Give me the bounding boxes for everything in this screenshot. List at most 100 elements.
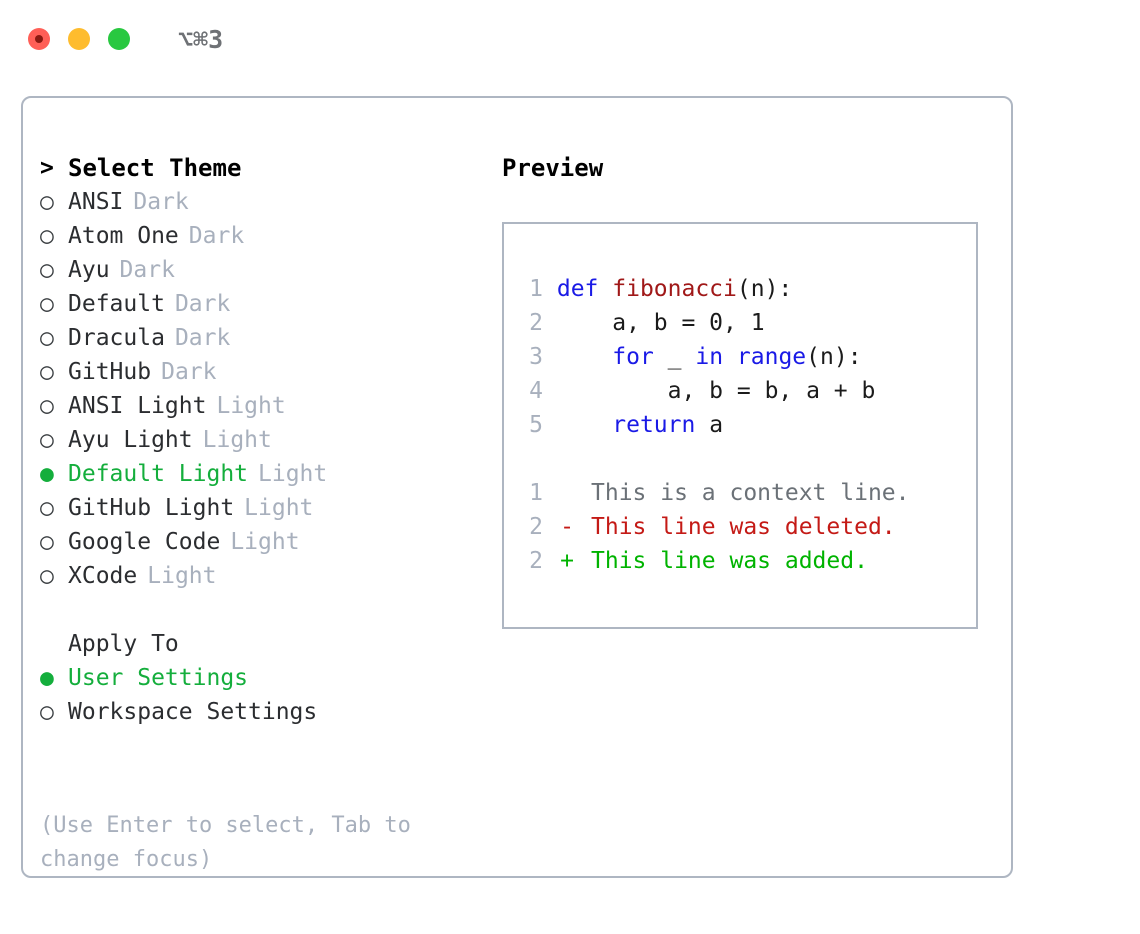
code-token: in: [695, 344, 724, 370]
apply-to-item-label: User Settings: [68, 665, 249, 691]
apply-to-list: ● User Settings ○ Workspace Settings: [40, 661, 480, 729]
theme-item-label: Ayu: [68, 257, 110, 283]
radio-unselected-icon: ○: [40, 189, 54, 215]
code-token: return: [612, 412, 696, 438]
close-window-button[interactable]: [28, 28, 50, 50]
code-line-number: 5: [529, 412, 543, 438]
theme-list-item[interactable]: ○ Dracula Dark: [40, 321, 480, 355]
code-token: a, b = b, a + b: [556, 378, 876, 404]
theme-item-label: Google Code: [68, 529, 221, 555]
apply-to-item[interactable]: ○ Workspace Settings: [40, 695, 480, 729]
code-line-number: 2: [529, 310, 543, 336]
code-token: [557, 412, 612, 438]
radio-unselected-icon: ○: [40, 359, 54, 385]
window-controls: [28, 28, 130, 50]
code-token: for: [612, 344, 654, 370]
theme-item-category: Dark: [119, 257, 175, 283]
radio-selected-icon: ●: [40, 461, 54, 487]
code-token: def: [556, 276, 613, 302]
theme-item-label: ANSI: [68, 189, 124, 215]
radio-unselected-icon: ○: [40, 699, 54, 725]
diff-line: 2 + This line was added.: [517, 544, 910, 578]
code-line-number: 1: [529, 276, 543, 302]
radio-selected-icon: ●: [40, 665, 54, 691]
code-token: fibonacci: [612, 276, 737, 302]
diff-sample: 1 This is a context line. 2-This line was …: [517, 476, 910, 578]
diff-text: This line was added.: [591, 548, 868, 574]
radio-unselected-icon: ○: [40, 257, 54, 283]
radio-unselected-icon: ○: [40, 223, 54, 249]
apply-to-item[interactable]: ● User Settings: [40, 661, 480, 695]
diff-marker: +: [560, 548, 574, 574]
theme-item-label: GitHub Light: [68, 495, 235, 521]
theme-item-category: Dark: [133, 189, 189, 215]
radio-unselected-icon: ○: [40, 563, 54, 589]
diff-line: 2-This line was deleted.: [517, 510, 910, 544]
theme-item-category: Light: [244, 495, 314, 521]
theme-item-category: Dark: [174, 325, 231, 351]
list-spacer: [40, 593, 480, 627]
apply-to-label: Apply To: [68, 631, 179, 657]
diff-text: This is a context line.: [591, 480, 910, 506]
theme-item-label: XCode: [68, 563, 138, 589]
radio-unselected-icon: ○: [40, 529, 54, 555]
code-line-number: 4: [529, 378, 543, 404]
theme-item-label: Atom One: [68, 223, 179, 249]
theme-item-label: Dracula: [68, 325, 165, 351]
preview-title: Preview: [502, 154, 604, 182]
page-title: Select Theme: [68, 154, 242, 182]
apply-to-header: Apply To: [40, 627, 480, 661]
code-token: (n):: [806, 344, 862, 370]
theme-picker-header: > Select Theme: [40, 151, 480, 185]
theme-item-category: Light: [202, 427, 272, 453]
help-text: (Use Enter to select, Tab to change focu…: [40, 813, 425, 872]
maximize-window-button[interactable]: [108, 28, 130, 50]
radio-unselected-icon: ○: [40, 495, 54, 521]
code-line-number: 3: [529, 344, 543, 370]
minimize-window-button[interactable]: [68, 28, 90, 50]
theme-item-category: Dark: [188, 223, 245, 249]
preview-pane: Preview 1 def fibonacci(n):2 a, b = 0, 1…: [502, 151, 992, 629]
theme-item-category: Light: [230, 529, 300, 555]
theme-list-item[interactable]: ○ ANSI Dark: [40, 185, 480, 219]
theme-item-category: Light: [216, 393, 286, 419]
theme-list-item[interactable]: ○ Google Code Light: [40, 525, 480, 559]
title-bar: ⌥⌘3: [0, 0, 1140, 78]
apply-to-item-label: Workspace Settings: [68, 699, 318, 725]
theme-item-label: ANSI Light: [68, 393, 207, 419]
theme-item-category: Dark: [161, 359, 217, 385]
code-token: range: [736, 344, 807, 370]
radio-unselected-icon: ○: [40, 393, 54, 419]
code-token: a, b = 0, 1: [556, 310, 765, 336]
diff-line-number: 2: [529, 514, 543, 540]
diff-line: 1 This is a context line.: [517, 476, 910, 510]
theme-list-item[interactable]: ○ Ayu Dark: [40, 253, 480, 287]
radio-unselected-icon: ○: [40, 325, 54, 351]
keyboard-shortcut-label: ⌥⌘3: [178, 24, 224, 54]
caret-icon: >: [40, 155, 54, 181]
theme-item-category: Light: [147, 563, 217, 589]
theme-list-item[interactable]: ○ GitHub Light Light: [40, 491, 480, 525]
theme-item-label: Ayu Light: [68, 427, 193, 453]
theme-list-item[interactable]: ○ XCode Light: [40, 559, 480, 593]
diff-text: This line was deleted.: [591, 514, 896, 540]
diff-line-number: 1: [529, 480, 543, 506]
code-token: _: [653, 344, 696, 370]
diff-line-number: 2: [529, 548, 543, 574]
code-token: (n):: [736, 276, 793, 302]
theme-item-category: Light: [258, 461, 328, 487]
diff-marker: -: [560, 514, 574, 540]
theme-list-item[interactable]: ○ ANSI Light Light: [40, 389, 480, 423]
code-line: 2 a, b = 0, 1: [517, 306, 875, 340]
theme-list-item[interactable]: ○ Atom One Dark: [40, 219, 480, 253]
